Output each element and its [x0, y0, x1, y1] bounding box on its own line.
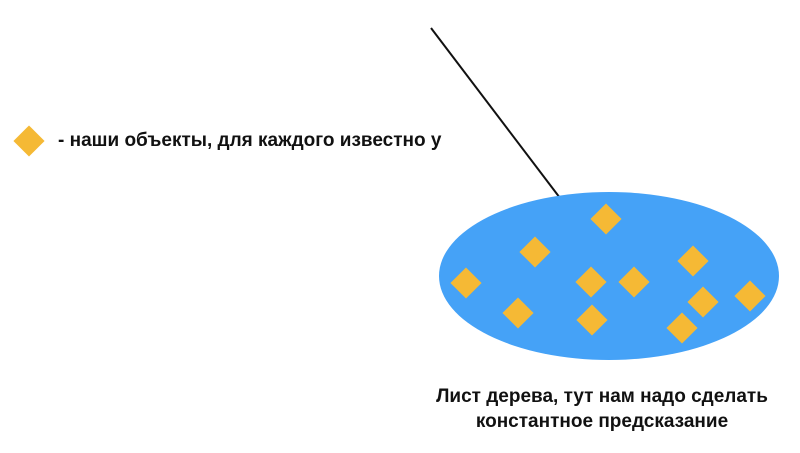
object-marker-icon — [13, 125, 45, 157]
leaf-caption: Лист дерева, тут нам надо сделать конста… — [432, 384, 772, 434]
tree-branch-line — [430, 27, 561, 199]
legend-text: - наши объекты, для каждого известно y — [58, 130, 442, 151]
leaf-caption-line1: Лист дерева, тут нам надо сделать — [436, 386, 768, 407]
legend: - наши объекты, для каждого известно y — [13, 124, 442, 158]
leaf-caption-line2: константное предсказание — [475, 411, 729, 432]
object-marker — [450, 267, 482, 299]
